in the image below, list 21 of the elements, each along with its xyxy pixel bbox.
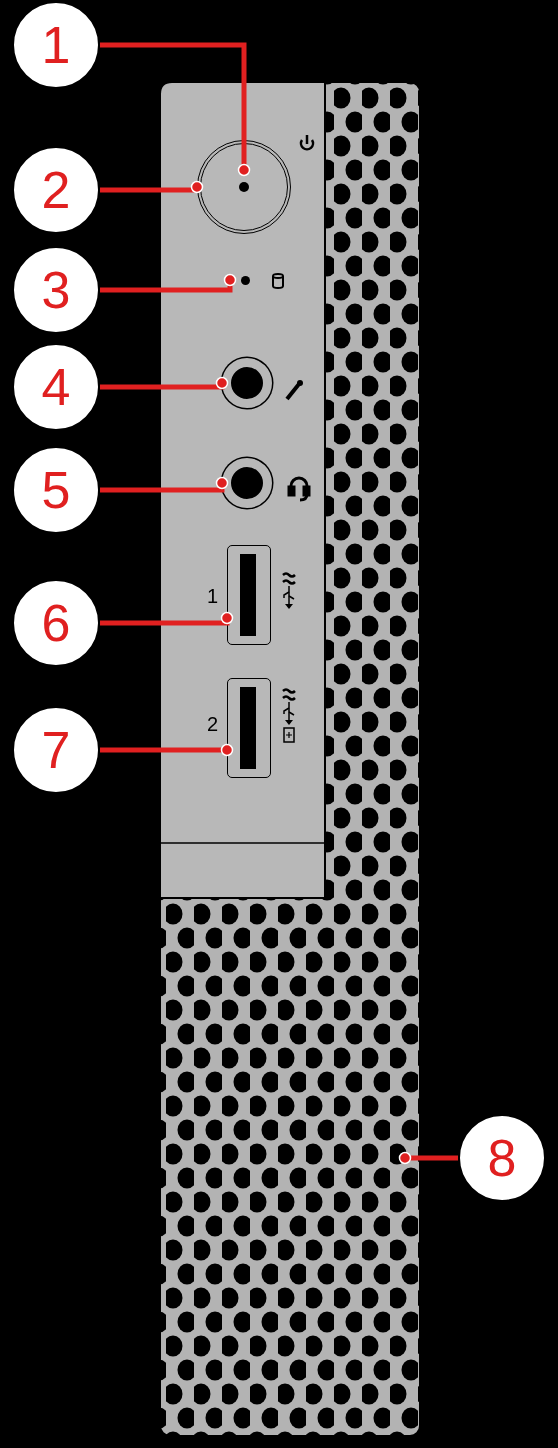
leader-line: [398, 1151, 458, 1165]
leader-line: [100, 743, 234, 757]
callout-number: 3: [12, 246, 100, 334]
leader-line: [100, 476, 229, 493]
usb-port: [227, 545, 271, 645]
callout-number: 6: [12, 579, 100, 667]
indicator-light: [241, 276, 250, 285]
callout-number: 7: [12, 706, 100, 794]
callout-number: 4: [12, 343, 100, 431]
usb-port: [227, 678, 271, 778]
callout-number: 2: [12, 146, 100, 234]
leader-line: [100, 42, 251, 177]
port-number: 2: [207, 714, 219, 734]
leader-line: [100, 611, 234, 626]
callout-number: 5: [12, 446, 100, 534]
callout-number: 8: [458, 1114, 546, 1202]
port-number: 1: [207, 586, 219, 606]
leader-line: [100, 376, 229, 390]
callout-number: 1: [12, 1, 100, 89]
leader-line: [100, 273, 237, 293]
leader-line: [100, 180, 204, 194]
